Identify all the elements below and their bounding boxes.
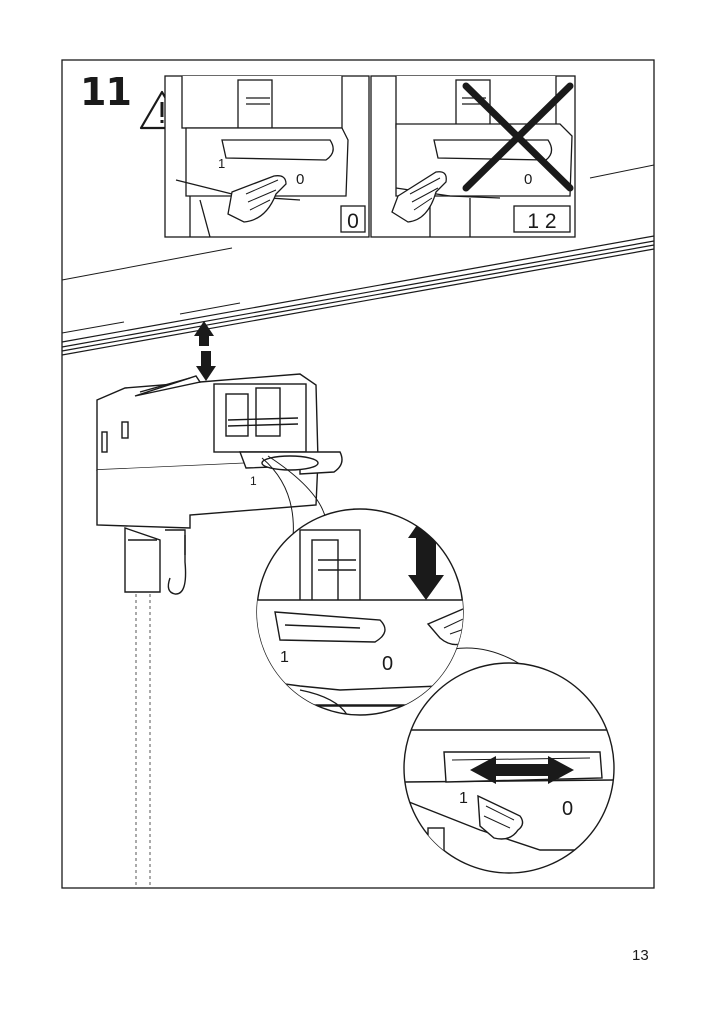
zoom-circle-top: 1 0 xyxy=(256,508,464,716)
insert-arrow xyxy=(194,321,216,381)
panel-dial-right-label: 0 xyxy=(296,171,304,188)
panel-wrong-label-box xyxy=(513,205,571,233)
track-rail xyxy=(61,235,655,356)
zoom-circle-bottom: 1 0 xyxy=(403,662,615,874)
panel-wrong-dial-label: 0 xyxy=(524,171,532,188)
zoom-bottom-left-label: 1 xyxy=(459,790,468,807)
adapter-dial-label: 1 xyxy=(250,474,257,488)
step-frame xyxy=(61,59,655,889)
track-adapter xyxy=(96,373,343,595)
panel-zero-label: 0 xyxy=(347,210,359,233)
panel-zero-label-box xyxy=(340,205,366,233)
ceiling-lines xyxy=(61,164,655,281)
panel-dial-left-label: 1 xyxy=(218,156,225,171)
zoom-top-right-label: 0 xyxy=(382,653,393,675)
panel-position-wrong: 0 1 2 xyxy=(370,75,576,238)
page-number: 13 xyxy=(632,947,649,964)
zoom-top-left-label: 1 xyxy=(280,649,289,666)
zoom-bottom-right-label: 0 xyxy=(562,798,573,820)
cross-out-icon xyxy=(462,82,574,192)
step-number: 11 xyxy=(80,70,132,114)
panel-wrong-label: 1 2 xyxy=(527,210,556,233)
panel-position-zero: 1 0 0 xyxy=(164,75,370,238)
cable-lines xyxy=(135,594,151,888)
